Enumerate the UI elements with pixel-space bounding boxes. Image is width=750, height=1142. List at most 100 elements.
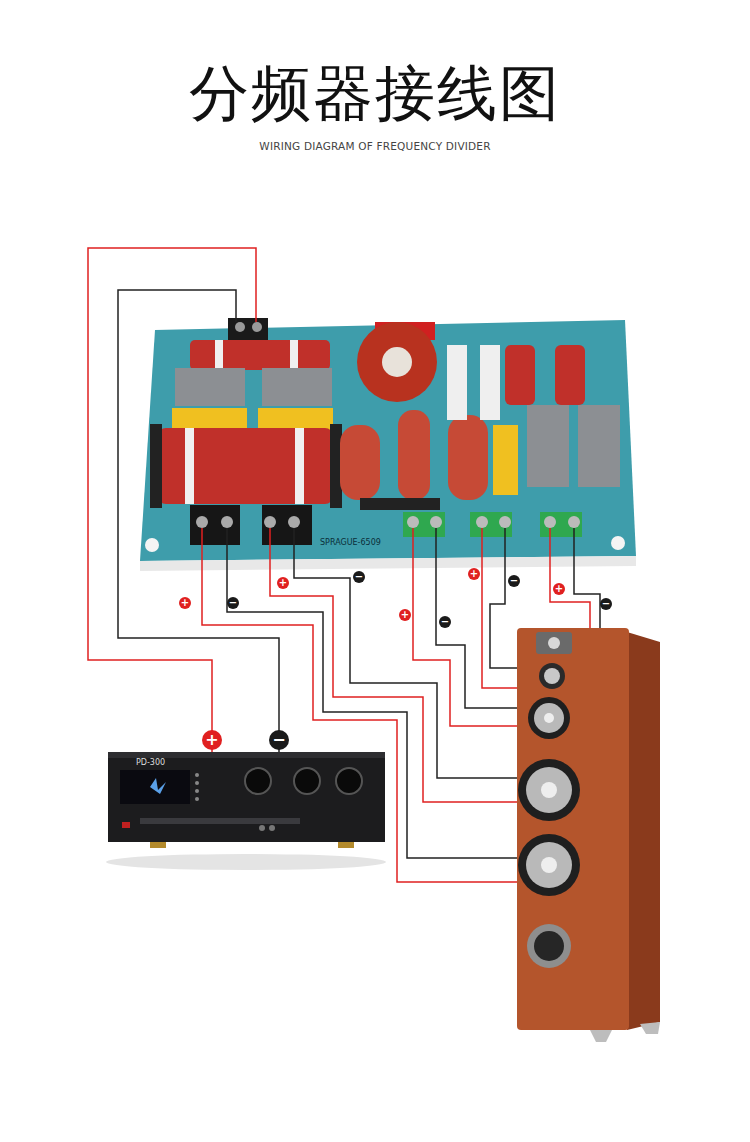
speaker-wires-part bbox=[436, 528, 530, 708]
crossover-board-part bbox=[555, 345, 585, 405]
amplifier-part bbox=[120, 770, 190, 804]
crossover-board-part bbox=[382, 347, 412, 377]
polarity-mark: − bbox=[353, 571, 365, 583]
amplifier-part bbox=[259, 825, 265, 831]
amplifier-part bbox=[195, 797, 199, 801]
crossover-board-part bbox=[544, 516, 556, 528]
polarity-mark: + bbox=[277, 577, 289, 589]
crossover-board-part bbox=[499, 516, 511, 528]
crossover-board-part bbox=[480, 345, 500, 420]
speaker-tower-part bbox=[526, 767, 572, 813]
crossover-board-part bbox=[493, 425, 518, 495]
crossover-board-part bbox=[190, 340, 330, 370]
speaker-tower-part bbox=[548, 637, 560, 649]
speaker-tower-part bbox=[528, 697, 570, 739]
crossover-board-part bbox=[527, 405, 569, 487]
crossover-board-part bbox=[145, 538, 159, 552]
amplifier-part bbox=[140, 818, 300, 824]
node-label: SPRAGUE-6509 bbox=[320, 538, 381, 548]
speaker-tower-part bbox=[544, 713, 554, 723]
speaker-tower bbox=[517, 628, 660, 1042]
crossover-board-part bbox=[360, 498, 440, 510]
amplifier-part bbox=[195, 781, 199, 785]
crossover-board-part bbox=[140, 556, 636, 571]
crossover-board-part bbox=[196, 516, 208, 528]
amplifier-part bbox=[269, 825, 275, 831]
speaker-tower-part bbox=[544, 668, 560, 684]
crossover-board-part bbox=[340, 425, 380, 500]
speaker-tower-part bbox=[534, 931, 564, 961]
amplifier-part bbox=[108, 752, 385, 758]
amplifier-part bbox=[338, 842, 354, 848]
polarity-mark: + bbox=[553, 583, 565, 595]
polarity-mark: + bbox=[468, 568, 480, 580]
crossover-board-part bbox=[476, 516, 488, 528]
speaker-tower-part bbox=[518, 759, 580, 821]
amplifier-part bbox=[294, 768, 320, 794]
title: 分频器接线图 bbox=[0, 60, 750, 126]
crossover-board-part bbox=[578, 405, 620, 487]
crossover-board-part bbox=[430, 516, 442, 528]
speaker-tower-part bbox=[590, 1030, 612, 1042]
speaker-tower-part bbox=[541, 857, 557, 873]
crossover-board-part bbox=[228, 318, 268, 340]
crossover-board-part bbox=[407, 516, 419, 528]
amplifier-box: PD-300 bbox=[108, 752, 385, 842]
speaker-wires-part bbox=[294, 528, 528, 778]
amplifier-part bbox=[195, 773, 199, 777]
crossover-board-part bbox=[398, 410, 430, 500]
crossover-board-part bbox=[158, 428, 333, 504]
crossover-board-part bbox=[295, 428, 304, 504]
speaker-tower-part bbox=[640, 1022, 660, 1034]
speaker-tower-part bbox=[527, 924, 571, 968]
speaker-tower-part bbox=[541, 782, 557, 798]
polarity-mark: + bbox=[399, 609, 411, 621]
polarity-mark: − bbox=[600, 598, 612, 610]
amplifier-part bbox=[336, 768, 362, 794]
crossover-board-part bbox=[540, 512, 582, 537]
amplifier-part bbox=[106, 854, 386, 870]
crossover-board-part bbox=[447, 345, 467, 420]
node-label: PD-300 bbox=[136, 758, 165, 768]
amplifier-part bbox=[150, 842, 166, 848]
crossover-board-part bbox=[357, 322, 437, 402]
amplifier-part bbox=[195, 789, 199, 793]
polarity-mark: + bbox=[179, 597, 191, 609]
crossover-board bbox=[140, 318, 636, 571]
speaker-tower-part bbox=[534, 703, 564, 733]
amp-wire bbox=[118, 290, 279, 752]
crossover-board-part bbox=[185, 428, 194, 504]
speaker-tower-part bbox=[536, 632, 572, 654]
speaker-tower-part bbox=[517, 628, 629, 1030]
crossover-board-part bbox=[150, 424, 162, 508]
amp-wire bbox=[88, 248, 256, 752]
speaker-tower-part bbox=[526, 842, 572, 888]
amplifier-part bbox=[150, 778, 166, 794]
speaker-tower-part bbox=[518, 834, 580, 896]
subtitle: WIRING DIAGRAM OF FREQUENCY DIVIDER bbox=[0, 139, 750, 153]
crossover-board-part bbox=[140, 320, 636, 561]
crossover-board-part bbox=[290, 340, 298, 370]
crossover-board-part bbox=[235, 322, 245, 332]
polarity-mark: − bbox=[269, 730, 289, 750]
crossover-board-part bbox=[190, 505, 240, 545]
crossover-board-part bbox=[403, 512, 445, 537]
crossover-board-part bbox=[611, 536, 625, 550]
polarity-mark: + bbox=[202, 730, 222, 750]
crossover-board-part bbox=[252, 322, 262, 332]
speaker-tower-part bbox=[539, 663, 565, 689]
amplifier bbox=[106, 752, 386, 870]
crossover-board-part bbox=[448, 415, 488, 500]
crossover-board-part bbox=[568, 516, 580, 528]
amplifier-part bbox=[245, 768, 271, 794]
crossover-board-part bbox=[262, 368, 332, 406]
polarity-mark: − bbox=[227, 597, 239, 609]
crossover-board-part bbox=[288, 516, 300, 528]
crossover-board: SPRAGUE-6509 bbox=[140, 322, 636, 562]
polarity-mark: − bbox=[508, 575, 520, 587]
amplifier-part bbox=[108, 752, 385, 842]
polarity-mark: − bbox=[439, 616, 451, 628]
crossover-board-part bbox=[175, 368, 245, 406]
